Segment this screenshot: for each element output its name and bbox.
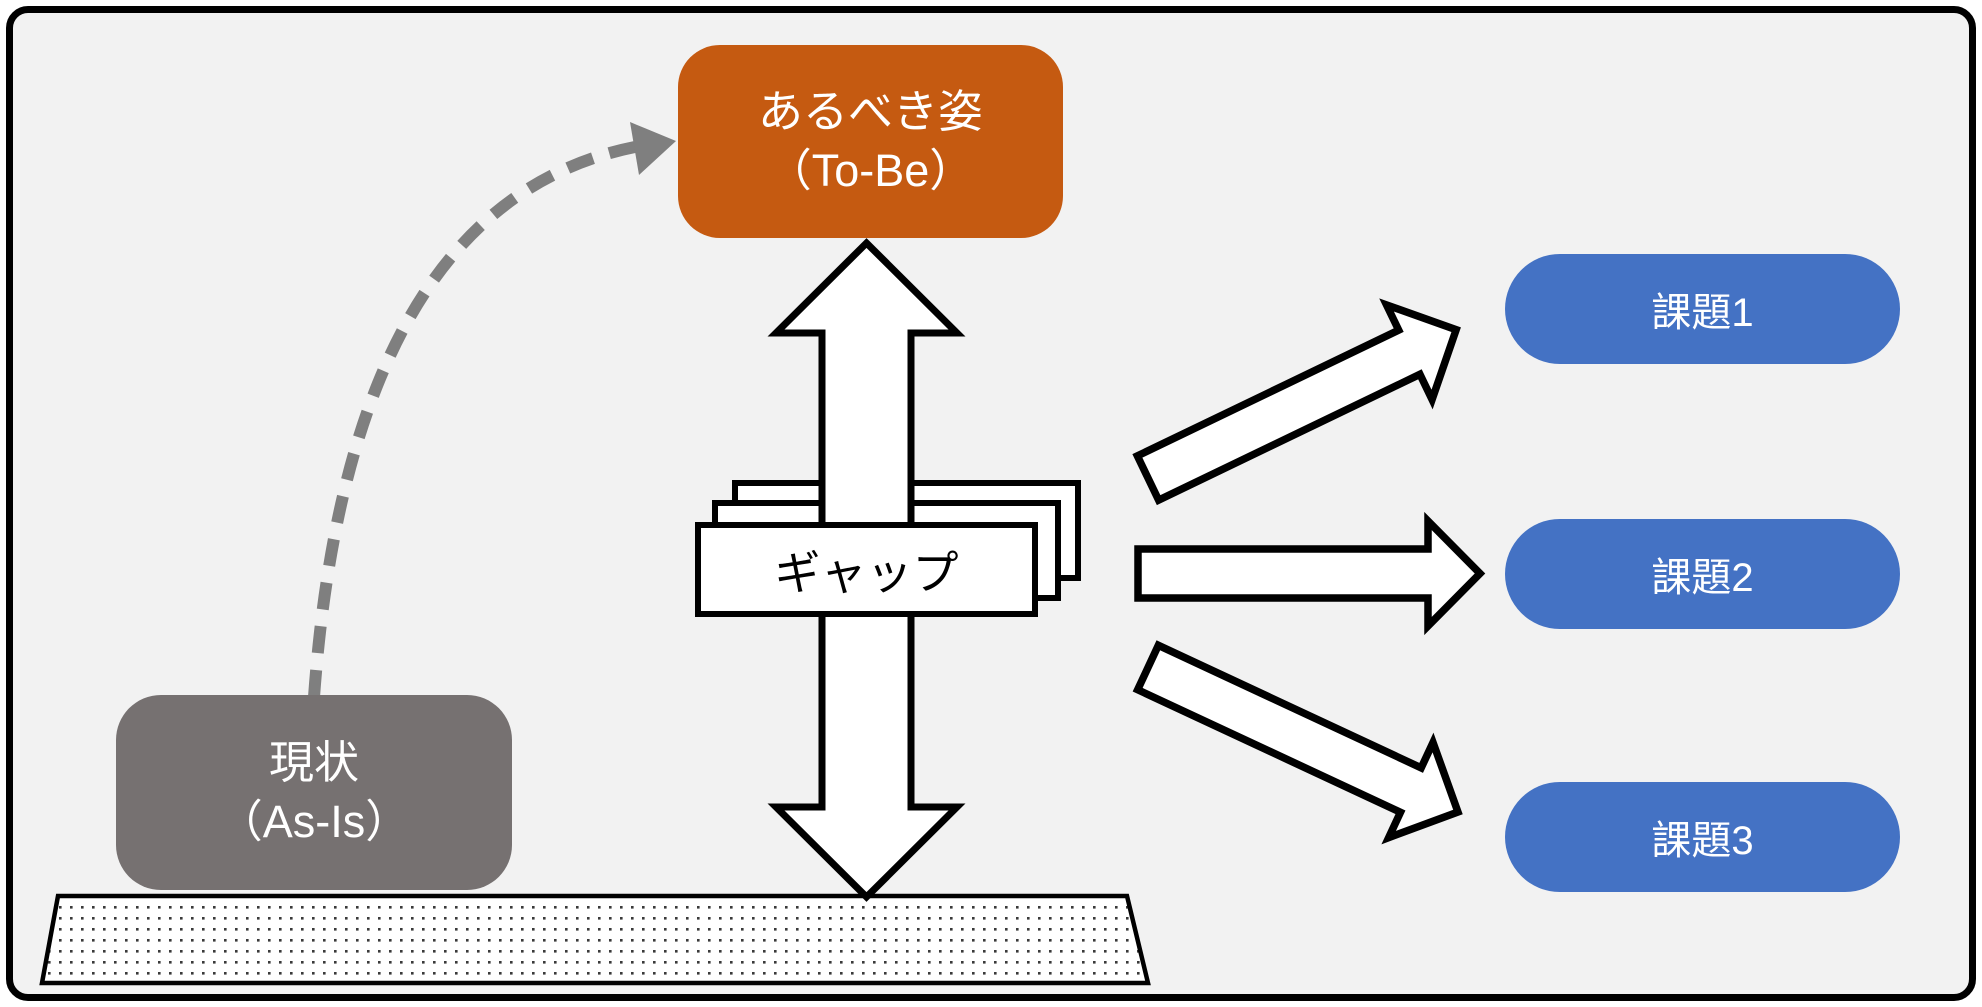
tobe-label-line1: あるべき姿 [757,86,983,137]
issue-arrow-1 [1125,282,1479,525]
issue-3-label: 課題3 [1651,819,1754,863]
asis-label-line1: 現状 [268,737,359,788]
tobe-box: あるべき姿 （To-Be） [678,45,1063,238]
issue-arrow-2 [1138,521,1480,626]
issue-1-label: 課題1 [1651,291,1754,335]
issue-2-label: 課題2 [1651,556,1754,600]
gap-label-box: ギャップ [695,522,1038,617]
asis-label-line2: （As-Is） [217,795,411,847]
issue-arrow-3 [1126,620,1480,860]
gap-label: ギャップ [774,546,959,599]
ground-platform [39,893,1151,986]
tobe-label-line2: （To-Be） [766,144,975,196]
asis-box: 現状 （As-Is） [116,695,512,890]
issue-pill-3: 課題3 [1505,782,1900,892]
issue-pill-1: 課題1 [1505,254,1900,364]
asis-to-tobe-dashed-arc [308,140,642,698]
issue-pill-2: 課題2 [1505,519,1900,629]
dashed-arc-arrowhead [630,122,676,175]
